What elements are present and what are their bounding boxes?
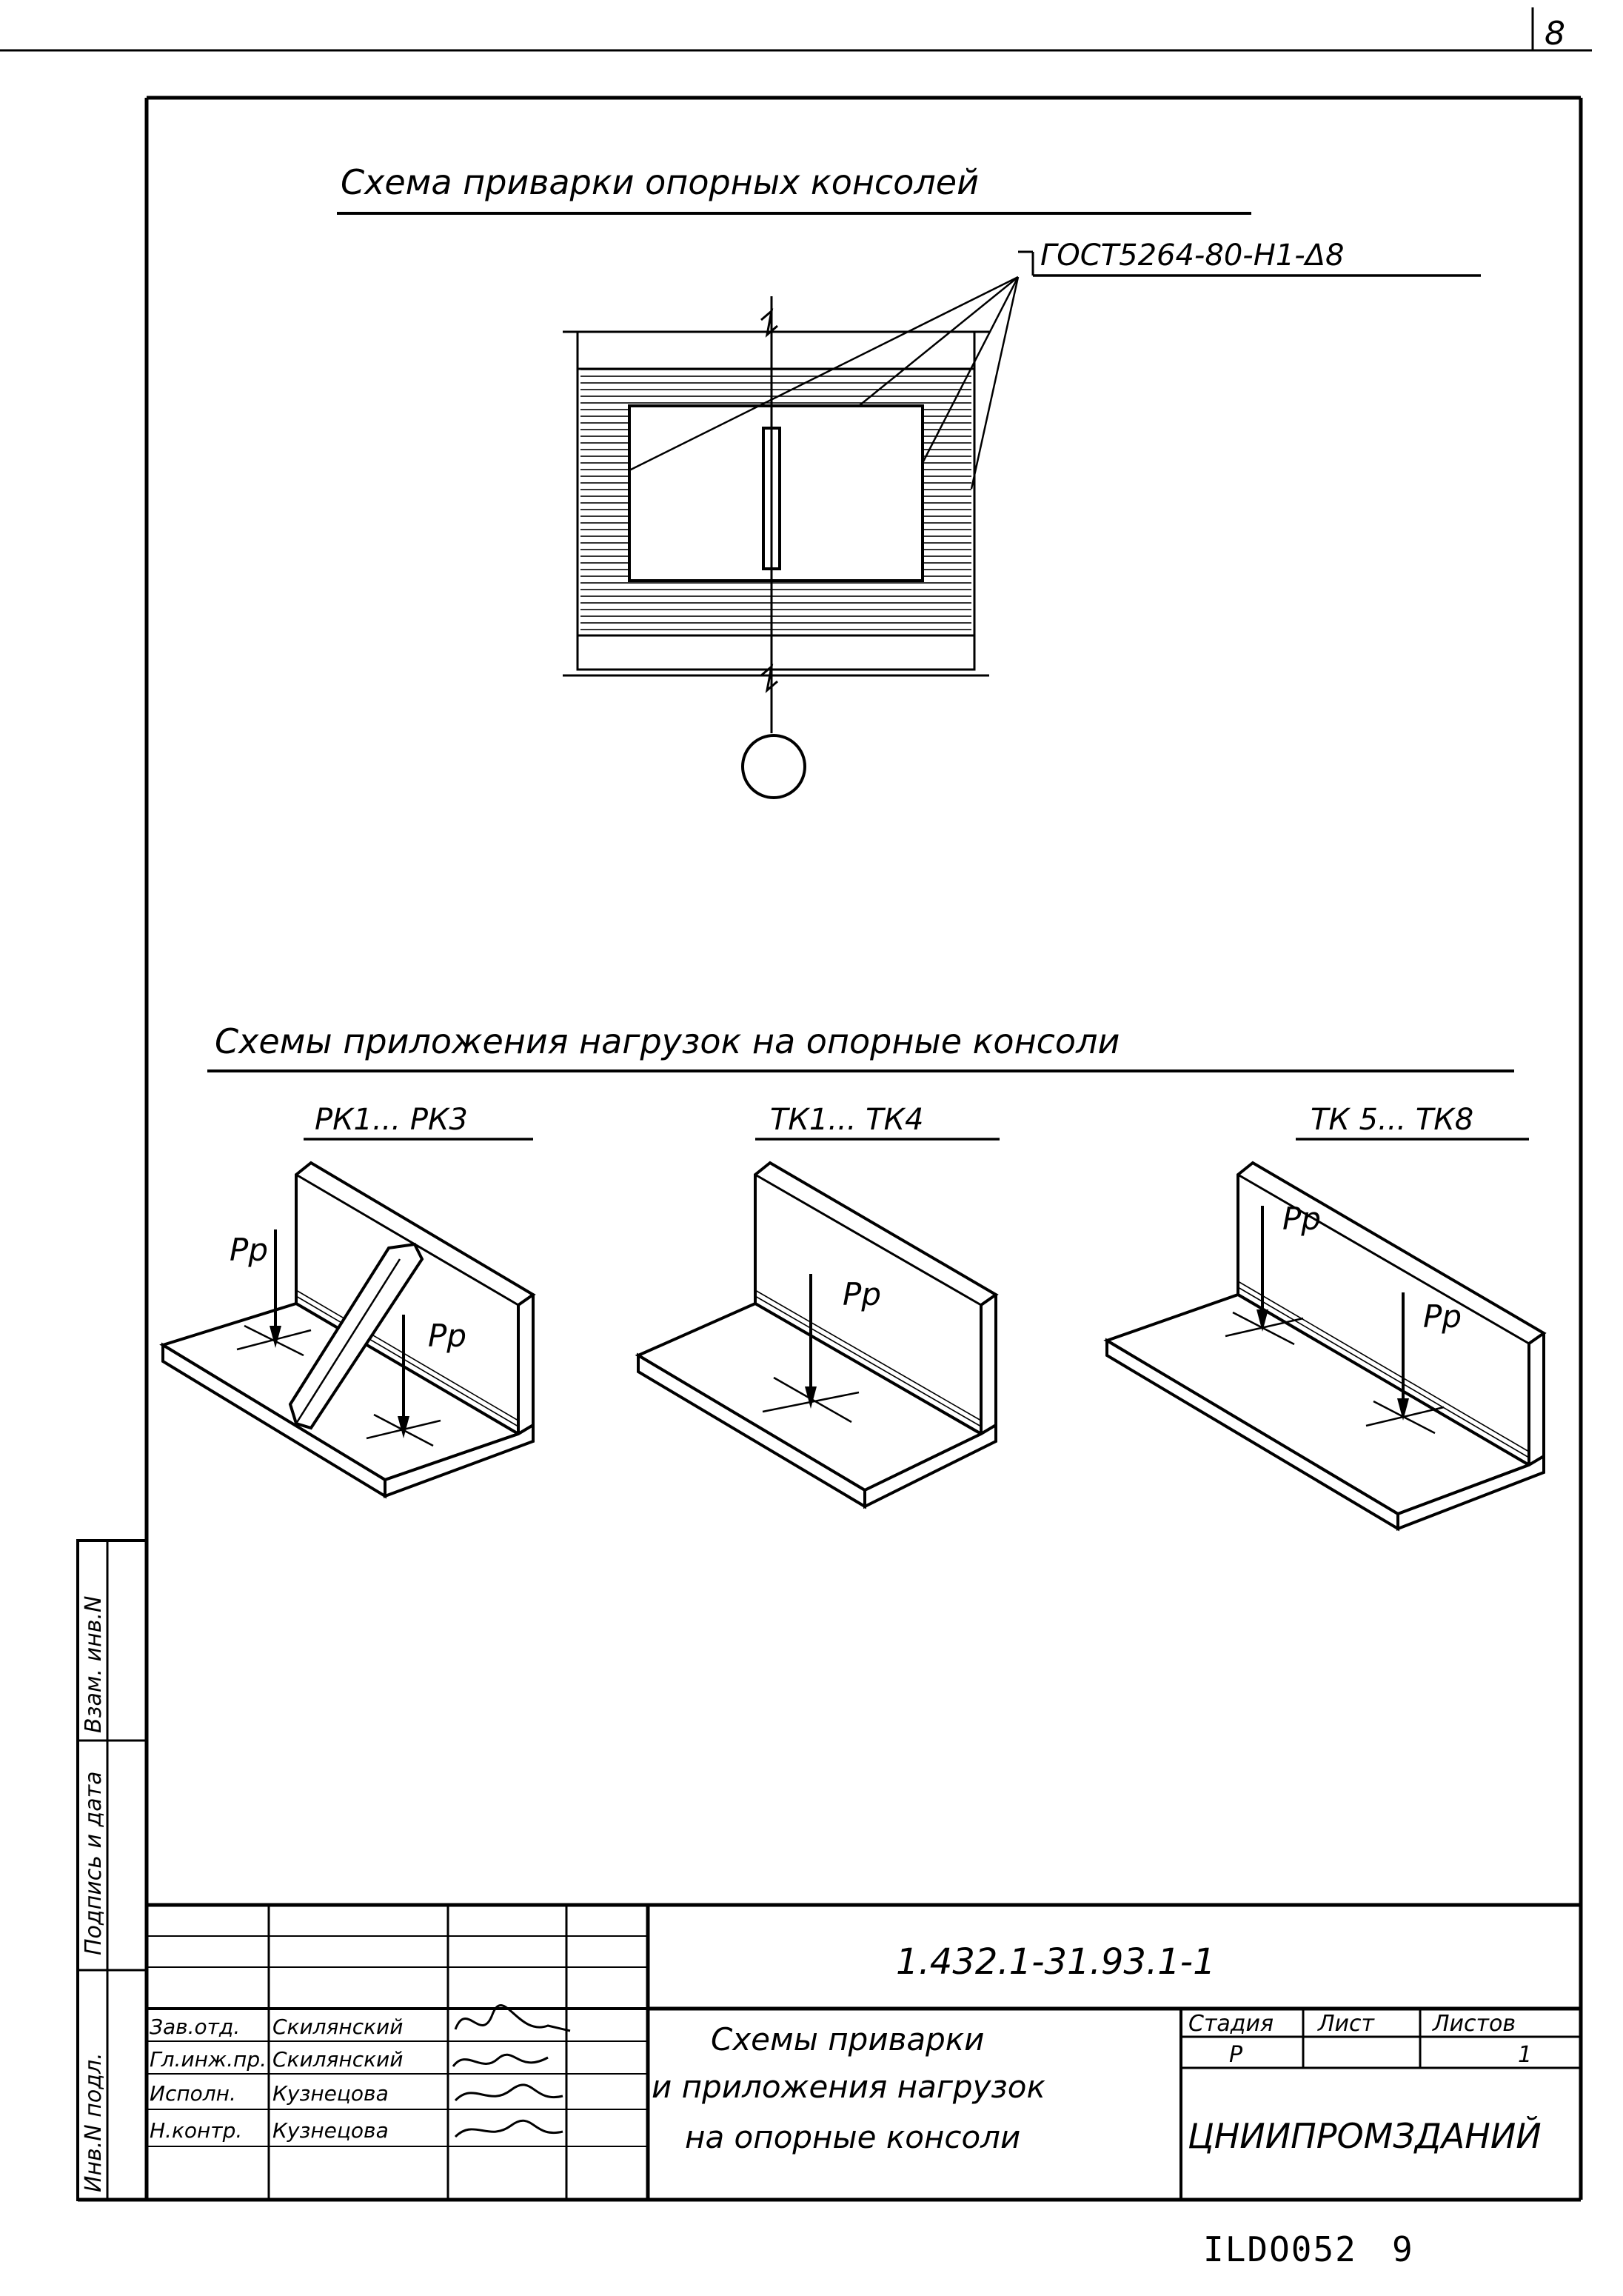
signature-marks <box>452 2004 571 2138</box>
drawing-title-line-3: на опорные консоли <box>685 2119 1020 2155</box>
bracket-rk-with-gusset: Pр Pр <box>159 1161 536 1499</box>
bracket-tk5-wide: Pр Pр <box>1103 1161 1547 1532</box>
staff-role: Гл.инж.пр. <box>150 2047 267 2072</box>
staff-name: Кузнецова <box>272 2118 389 2143</box>
load-label: Pр <box>428 1318 466 1354</box>
load-label: Pр <box>1423 1298 1462 1335</box>
variant-label-tk1: ТК1... ТК4 <box>770 1103 923 1137</box>
stage-value: Р <box>1229 2042 1243 2068</box>
staff-name: Скилянский <box>272 2047 403 2072</box>
staff-role: Зав.отд. <box>150 2015 240 2039</box>
side-strip: Инв.N подл. Подпись и дата Взам. инв.N <box>76 1539 148 2201</box>
drawing-title-line-1: Схемы приварки <box>711 2021 984 2058</box>
sheets-header: Листов <box>1432 2011 1516 2037</box>
page-footer-number: 9 <box>1392 2229 1414 2269</box>
staff-name: Кузнецова <box>272 2081 389 2106</box>
drawing-title-line-2: и приложения нагрузок <box>652 2069 1045 2105</box>
weld-scheme: Схема приварки опорных консолей ГОСТ5264… <box>337 162 1481 799</box>
staff-role: Исполн. <box>150 2081 236 2106</box>
side-cell-inv-no: Инв.N подл. <box>81 2052 107 2192</box>
organization-name: ЦНИИПРОМЗДАНИЙ <box>1188 2116 1542 2156</box>
title-block: Зав.отд. Скилянский Гл.инж.пр. Скилянски… <box>147 1903 1581 2200</box>
staff-name: Скилянский <box>272 2015 403 2039</box>
side-cell-sign-date: Подпись и дата <box>81 1772 107 1956</box>
stage-header: Стадия <box>1188 2011 1274 2037</box>
page-footer-code: ILDO052 <box>1203 2229 1357 2269</box>
sheets-value: 1 <box>1518 2042 1532 2068</box>
load-schemes: Схемы приложения нагрузок на опорные кон… <box>159 1021 1547 1532</box>
bracket-tk1-simple: Pр <box>635 1161 999 1509</box>
weld-scheme-title: Схема приварки опорных консолей <box>341 162 979 202</box>
side-cell-replacement: Взам. инв.N <box>81 1596 107 1733</box>
axis-marker-circle <box>741 734 806 799</box>
sheet-header: Лист <box>1317 2011 1376 2037</box>
load-label: Pр <box>1282 1201 1321 1237</box>
load-label: Pр <box>230 1232 268 1268</box>
document-code: 1.432.1-31.93.1-1 <box>896 1941 1216 1983</box>
variant-label-rk: РК1... РК3 <box>315 1103 468 1137</box>
weld-callout-label: ГОСТ5264-80-Н1-Δ8 <box>1040 238 1344 273</box>
variant-label-tk5: ТК 5... ТК8 <box>1311 1103 1473 1137</box>
load-schemes-title: Схемы приложения нагрузок на опорные кон… <box>215 1021 1120 1061</box>
corner-sheet-number: 8 <box>1545 15 1565 53</box>
load-label: Pр <box>843 1276 881 1312</box>
staff-role: Н.контр. <box>150 2118 242 2143</box>
